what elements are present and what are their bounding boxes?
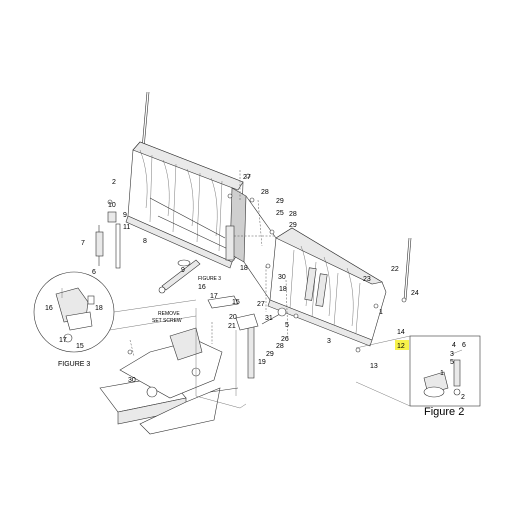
callout-21: 21 [228, 323, 236, 330]
callout-8: 8 [143, 238, 147, 245]
callout-3: 3 [327, 338, 331, 345]
callout-18b: 18 [279, 286, 287, 293]
callout-19: 19 [258, 359, 266, 366]
frame-guide-box [195, 308, 247, 409]
left-post [95, 211, 121, 269]
callout-24: 24 [411, 290, 419, 297]
fig2-callout-2: 2 [461, 394, 465, 401]
fig3-callout-15: 15 [232, 299, 240, 306]
callout-9: 9 [123, 212, 127, 219]
callout-10: 10 [108, 202, 116, 209]
fig2-callout-3: 3 [450, 351, 454, 358]
callout-27: 27 [243, 174, 251, 181]
fig2-callout-1: 1 [440, 370, 444, 377]
callout-25: 25 [276, 210, 284, 217]
remove-note-line1: REMOVE [158, 311, 180, 317]
callout-28c: 28 [276, 343, 284, 350]
callout-29b: 29 [289, 222, 297, 229]
fig2-callout-4: 4 [452, 342, 456, 349]
remove-note: REMOVE SET SCREW [152, 311, 182, 324]
figure3-title: FIGURE 3 [58, 361, 90, 368]
callout-18: 18 [240, 265, 248, 272]
remove-note-line2: SET SCREW [152, 318, 182, 324]
fig3-callout-16b: 16 [45, 305, 53, 312]
fig3-callout-15b: 15 [76, 343, 84, 350]
callout-28: 28 [261, 189, 269, 196]
fig2-callout-5: 5 [450, 359, 454, 366]
callout-30b: 30 [128, 377, 136, 384]
left-moldboard [125, 91, 244, 269]
callout-30: 30 [278, 274, 286, 281]
figure2-title: Figure 2 [424, 406, 464, 418]
callout-22: 22 [391, 266, 399, 273]
fig3-callout-17b: 17 [59, 337, 67, 344]
callout-26: 26 [281, 336, 289, 343]
callout-13: 13 [370, 363, 378, 370]
callout-29: 29 [276, 198, 284, 205]
callout-28b: 28 [289, 211, 297, 218]
callout-14: 14 [397, 329, 405, 336]
callout-31: 31 [265, 315, 273, 322]
callout-12: 12 [397, 343, 405, 350]
highlight-12 [395, 340, 409, 350]
figure3-labels: FIGURE 3 16 17 15 18 16 17 15 FIGURE 3 [45, 276, 240, 368]
hardware [107, 173, 407, 355]
fig3-callout-16: 16 [198, 284, 206, 291]
figure2-labels: 4 6 3 5 1 2 Figure 2 [424, 342, 466, 418]
callout-29c: 29 [266, 351, 274, 358]
callout-27b: 27 [257, 301, 265, 308]
callout-2: 2 [112, 179, 116, 186]
fig3-callout-17: 17 [210, 293, 218, 300]
callout-11: 11 [123, 224, 130, 231]
figure3-inset [33, 271, 197, 353]
callout-1: 1 [379, 309, 383, 316]
a-frame-mount [99, 322, 239, 435]
center-frame [225, 170, 277, 301]
fig3-callout-18: 18 [95, 305, 103, 312]
right-moldboard [267, 227, 412, 347]
fig2-callout-6: 6 [462, 342, 466, 349]
callout-7: 7 [81, 240, 85, 247]
callout-labels: 2 27 28 29 25 28 29 10 9 11 7 8 6 9 18 2… [81, 174, 419, 384]
figure2-inset [355, 335, 481, 407]
figure3-inline-title: FIGURE 3 [198, 276, 221, 282]
callout-6: 6 [92, 269, 96, 276]
callout-23: 23 [363, 276, 371, 283]
pivot-assembly [207, 266, 289, 379]
lift-cylinder [158, 259, 201, 294]
callout-20: 20 [229, 314, 237, 321]
callout-9b: 9 [181, 267, 185, 274]
callout-5: 5 [285, 322, 289, 329]
